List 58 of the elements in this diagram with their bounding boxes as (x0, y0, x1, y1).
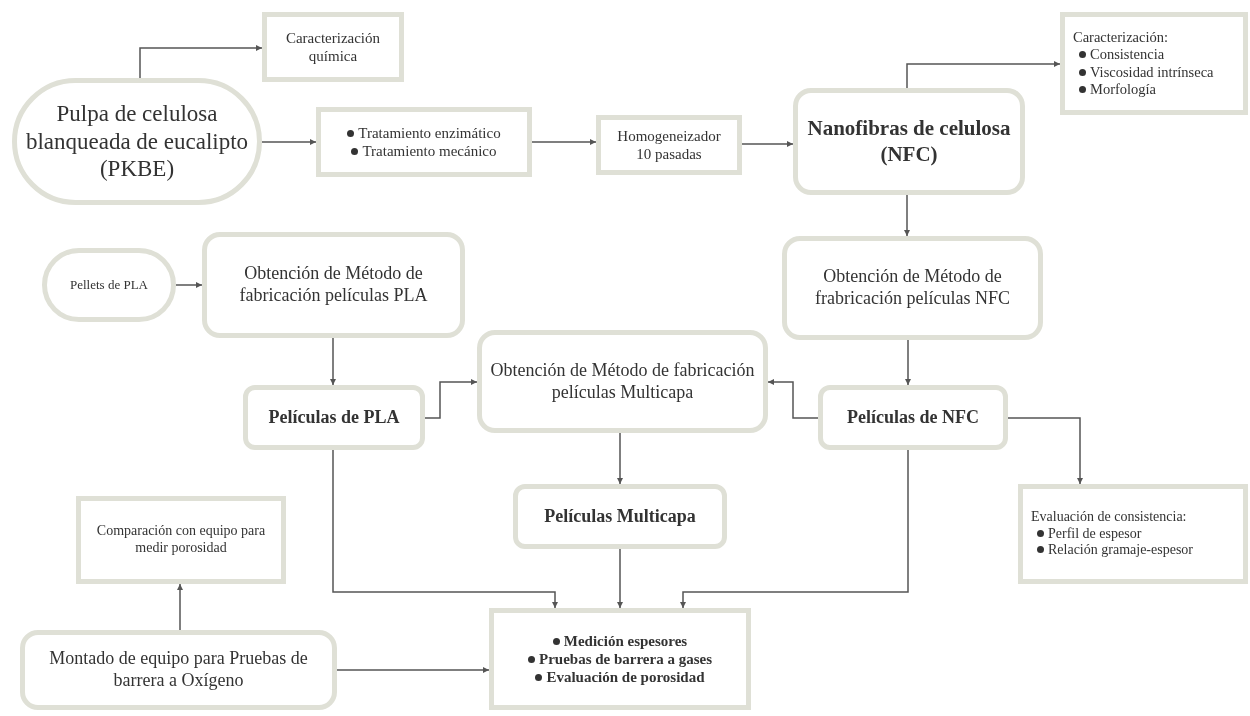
node-label: Caracterización química (284, 29, 382, 65)
node-label: Comparación con equipo para medir porosidad (95, 523, 267, 557)
rounded-box (513, 484, 727, 549)
node-label: Películas Multicapa (544, 505, 696, 528)
arrow (1007, 417, 1084, 485)
arrow (139, 44, 263, 79)
bullet-item: Relación gramaje-espesor (1031, 542, 1193, 560)
arrow (424, 378, 478, 419)
arrow (741, 140, 794, 148)
process-box (316, 107, 532, 177)
arrow (679, 449, 909, 609)
node-heading: Caracterización: (1073, 28, 1168, 47)
rounded-box (793, 88, 1025, 195)
process-box (1060, 12, 1248, 115)
rounded-box (818, 385, 1008, 450)
rounded-box (477, 330, 768, 433)
arrow (616, 548, 624, 609)
bullet-item: Morfología (1073, 80, 1157, 99)
node-label: Obtención de Método de frabricación películas NFC (814, 266, 1011, 310)
node-label: Películas de PLA (268, 406, 400, 429)
node-label: Pellets de PLA (70, 277, 148, 293)
rounded-box (782, 236, 1043, 340)
arrow (261, 138, 317, 146)
process-box (596, 115, 742, 175)
bullet-item: Perfil de espesor (1031, 525, 1142, 543)
arrow (329, 337, 337, 386)
bullet-item: Tratamiento mecánico (351, 142, 497, 160)
process-box (76, 496, 286, 584)
bullet-item: Consistencia (1073, 46, 1165, 64)
node-label: Películas de NFC (847, 406, 979, 429)
arrow (175, 281, 203, 289)
process-box (1018, 484, 1248, 584)
arrow (332, 449, 559, 609)
arrow (903, 194, 911, 237)
bullet-item: Tratamiento enzimático (347, 124, 501, 142)
arrow (767, 378, 819, 419)
node-label: Obtención de Método de fabricación películas Multicapa (490, 359, 755, 404)
rounded-box (202, 232, 465, 338)
node-heading: Evaluación de consistencia: (1031, 508, 1187, 526)
process-box (489, 608, 751, 710)
process-box (262, 12, 404, 82)
node-label: Pulpa de celulosa blanqueada de eucalipto (PKBE) (25, 100, 249, 183)
node-label: Obtención de Método de fabricación películas PLA (238, 263, 429, 307)
bullet-item: Evaluación de porosidad (535, 668, 705, 686)
arrow (531, 138, 597, 146)
bullet-item: Medición espesores (552, 632, 688, 650)
bullet-item: Viscosidad intrínseca (1073, 63, 1214, 81)
rounded-box (20, 630, 337, 710)
arrow (336, 666, 490, 674)
arrow (904, 339, 912, 386)
arrow (176, 583, 184, 631)
node-label: Montado de equipo para Pruebas de barrera a Oxígeno (48, 648, 309, 692)
node-label: Homogeneizador 10 pasadas (616, 127, 722, 163)
node-label: Nanofibras de celulosa (NFC) (806, 116, 1012, 167)
arrow (616, 432, 624, 485)
arrow (906, 60, 1061, 89)
rounded-box (243, 385, 425, 450)
bullet-item: Pruebas de barrera a gases (527, 650, 712, 668)
